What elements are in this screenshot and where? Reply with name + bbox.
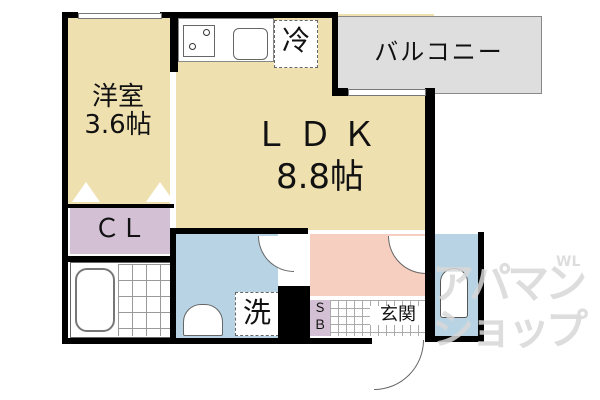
stove-icon [183, 25, 215, 57]
wall [170, 228, 176, 344]
closet-label: ＣＬ [93, 214, 146, 244]
wall [62, 12, 68, 342]
refrigerator-label: 冷 [281, 24, 310, 57]
window [348, 89, 426, 96]
wall [332, 88, 348, 96]
western-room [66, 14, 170, 206]
sink-icon [233, 28, 268, 60]
shoe-box-label: ＳＢ [313, 301, 327, 333]
watermark-line1: アパマン [432, 259, 587, 308]
wall [62, 12, 78, 18]
washbasin-icon [183, 304, 223, 336]
shower-tiles [118, 264, 172, 336]
washing-machine-label: 洗 [242, 296, 271, 329]
refrigerator-space [274, 20, 318, 68]
wall [332, 12, 338, 96]
toilet-icon [440, 268, 468, 318]
shoe-box [310, 300, 330, 336]
wall [62, 204, 174, 208]
wall [425, 336, 484, 342]
wall [176, 12, 338, 18]
wall [62, 256, 174, 262]
western-room-name: 洋室 [91, 82, 144, 112]
wall [170, 228, 308, 234]
balcony-label: バルコニー [374, 38, 504, 66]
wall [278, 286, 310, 342]
balcony [336, 16, 542, 94]
ldk-name: ＬＤＫ [254, 115, 386, 155]
window [78, 13, 162, 19]
western-room-size: 3.6帖 [84, 110, 152, 140]
closet-door-right-icon [146, 182, 174, 202]
closet-door-left-icon [72, 182, 100, 202]
bathtub-icon [75, 268, 115, 332]
wall [170, 12, 178, 72]
watermark-line2: ショップ [432, 305, 588, 354]
wall [425, 88, 435, 338]
watermark-small: WL [556, 254, 581, 270]
entrance-label: 玄関 [370, 305, 426, 325]
wall [62, 338, 372, 344]
wall [478, 232, 484, 342]
washing-machine-space [235, 292, 279, 336]
ldk-size: 8.8帖 [275, 157, 365, 197]
entrance-door-icon[interactable] [374, 340, 424, 390]
